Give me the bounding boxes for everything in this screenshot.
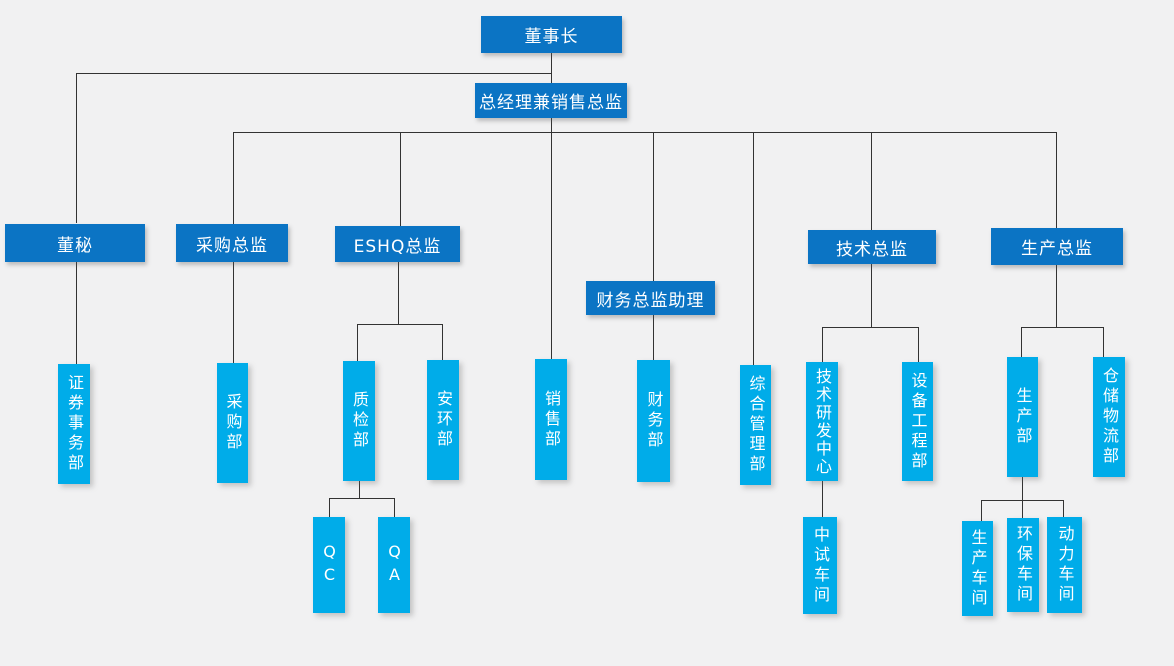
connector-split-powerws: [1063, 500, 1064, 517]
node-equipment-engineering-dept-label: 设备工程部: [908, 371, 928, 472]
node-safety-environment-dept[interactable]: 安环部: [427, 360, 459, 480]
connector-split-prodws: [981, 500, 982, 521]
connector-tech-trunk: [871, 264, 872, 327]
node-finance-director-assistant[interactable]: 财务总监助理: [586, 281, 715, 315]
node-environment-workshop[interactable]: 环保车间: [1007, 518, 1039, 612]
connector-bus-admin: [753, 132, 754, 365]
node-production-director[interactable]: 生产总监: [991, 228, 1123, 265]
connector-prod-split: [1021, 327, 1103, 328]
connector-eshq-trunk: [398, 262, 399, 324]
node-general-manager-label: 总经理兼销售总监: [479, 93, 623, 113]
node-general-admin-dept[interactable]: 综合管理部: [740, 365, 771, 485]
node-production-dept-label: 生产部: [1013, 387, 1033, 447]
connector-tech-rd: [822, 327, 823, 362]
connector-tech-split: [822, 327, 918, 328]
node-technology-director-label: 技术总监: [836, 239, 908, 260]
node-securities-affairs-dept[interactable]: 证券事务部: [58, 364, 90, 484]
connector-main-bus: [233, 132, 1057, 133]
node-general-manager[interactable]: 总经理兼销售总监: [475, 83, 627, 118]
node-board-secretary-label: 董秘: [57, 235, 93, 256]
node-technology-director[interactable]: 技术总监: [808, 230, 936, 264]
node-qc-team[interactable]: QC: [313, 517, 345, 613]
node-quality-inspection-dept[interactable]: 质检部: [343, 361, 375, 481]
node-tech-rd-center-label: 技术研发中心: [813, 367, 832, 476]
node-production-director-label: 生产总监: [1021, 239, 1093, 259]
connector-bus-finance-assistant: [653, 132, 654, 281]
node-procurement-director-label: 采购总监: [196, 235, 268, 256]
node-eshq-director[interactable]: ESHQ总监: [335, 226, 460, 262]
node-chairman-label: 董事长: [524, 27, 579, 47]
node-qa-team-label: QA: [385, 542, 404, 588]
node-chairman[interactable]: 董事长: [481, 16, 622, 53]
node-securities-affairs-dept-label: 证券事务部: [65, 374, 84, 474]
node-equipment-engineering-dept[interactable]: 设备工程部: [902, 362, 933, 481]
connector-assistant-finance: [653, 315, 654, 360]
connector-quality-split: [329, 498, 394, 499]
connector-quality-trunk: [359, 481, 360, 498]
connector-procdir-procdept: [233, 262, 234, 363]
node-production-workshop-label: 生产车间: [968, 528, 988, 609]
node-pilot-workshop[interactable]: 中试车间: [803, 517, 837, 614]
node-eshq-director-label: ESHQ总监: [353, 236, 442, 257]
node-procurement-dept[interactable]: 采购部: [217, 363, 248, 483]
node-general-admin-dept-label: 综合管理部: [746, 375, 766, 475]
node-sales-dept-label: 销售部: [542, 389, 561, 450]
connector-split-envws: [1022, 500, 1023, 518]
node-finance-dept[interactable]: 财务部: [637, 360, 670, 482]
node-environment-workshop-label: 环保车间: [1014, 525, 1033, 605]
connector-quality-qa: [394, 498, 395, 517]
node-finance-dept-label: 财务部: [644, 391, 664, 451]
connector-eshq-safety: [442, 324, 443, 360]
node-warehouse-logistics-dept-label: 仓储物流部: [1100, 367, 1119, 467]
connector-chairman-gm: [551, 53, 552, 83]
connector-bus-technology: [871, 132, 872, 230]
node-pilot-workshop-label: 中试车间: [811, 525, 830, 606]
node-procurement-director[interactable]: 采购总监: [176, 224, 288, 262]
connector-quality-qc: [329, 498, 330, 517]
connector-bus-production: [1056, 132, 1057, 228]
connector-prod-proddept: [1021, 327, 1022, 357]
connector-chairman-secretary-h: [76, 73, 551, 74]
node-finance-director-assistant-label: 财务总监助理: [596, 290, 705, 311]
node-warehouse-logistics-dept[interactable]: 仓储物流部: [1093, 357, 1125, 477]
node-production-dept[interactable]: 生产部: [1007, 357, 1038, 477]
node-qc-team-label: QC: [320, 542, 339, 588]
node-safety-environment-dept-label: 安环部: [434, 390, 453, 450]
connector-eshq-quality: [357, 324, 358, 361]
connector-chairman-secretary-v: [76, 73, 77, 223]
connector-prod-warehouse: [1103, 327, 1104, 357]
node-quality-inspection-dept-label: 质检部: [350, 391, 369, 451]
connector-eshq-split: [357, 324, 443, 325]
connector-bus-procurement: [233, 132, 234, 224]
connector-rd-pilot: [822, 481, 823, 517]
connector-gm-sales: [551, 118, 552, 359]
node-board-secretary[interactable]: 董秘: [5, 224, 145, 262]
connector-secretary-securities: [76, 262, 77, 364]
node-sales-dept[interactable]: 销售部: [535, 359, 567, 480]
connector-prod-trunk: [1056, 265, 1057, 327]
connector-tech-equipment: [918, 327, 919, 362]
connector-proddept-trunk: [1022, 477, 1023, 500]
node-procurement-dept-label: 采购部: [223, 393, 243, 453]
connector-bus-eshq: [400, 132, 401, 226]
node-qa-team[interactable]: QA: [378, 517, 410, 613]
node-production-workshop[interactable]: 生产车间: [962, 521, 993, 616]
node-power-workshop[interactable]: 动力车间: [1047, 517, 1082, 613]
node-power-workshop-label: 动力车间: [1055, 525, 1075, 605]
node-tech-rd-center[interactable]: 技术研发中心: [806, 362, 838, 481]
